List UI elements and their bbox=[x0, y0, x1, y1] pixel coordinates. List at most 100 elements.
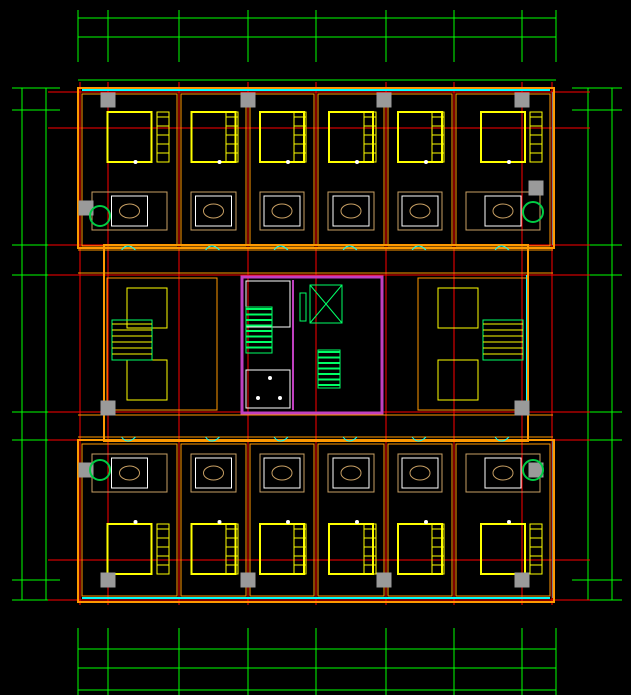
bed-outline bbox=[397, 523, 443, 575]
bed-outline bbox=[259, 111, 305, 163]
door-swing bbox=[342, 245, 358, 251]
bathroom-outline bbox=[190, 191, 237, 231]
bathroom-outline bbox=[465, 191, 541, 231]
room-unit-outline bbox=[455, 443, 551, 597]
closet-outline bbox=[363, 111, 377, 163]
door-marker bbox=[507, 160, 511, 164]
door-marker bbox=[133, 520, 138, 524]
door-swing bbox=[273, 245, 289, 251]
door-marker bbox=[424, 520, 428, 524]
elevator-car-cross bbox=[309, 284, 343, 324]
bathroom-outline bbox=[91, 191, 168, 231]
toilet-fixture bbox=[119, 203, 140, 219]
bed-outline bbox=[328, 111, 374, 163]
toilet-fixture bbox=[203, 203, 224, 219]
round-column bbox=[89, 205, 111, 227]
tub-outline bbox=[332, 195, 370, 227]
door-swing bbox=[205, 245, 220, 251]
side-room-outline bbox=[417, 277, 529, 411]
toilet-fixture bbox=[119, 465, 140, 481]
closet-outline bbox=[431, 111, 445, 163]
room-unit-outline bbox=[81, 443, 178, 597]
structural-column bbox=[100, 92, 116, 108]
toilet-fixture bbox=[203, 465, 224, 481]
structural-column bbox=[514, 400, 530, 416]
door-marker bbox=[286, 160, 290, 164]
bed-outline bbox=[328, 523, 374, 575]
door-marker bbox=[355, 160, 359, 164]
bathroom-outline bbox=[259, 191, 305, 231]
wall-north-wing bbox=[77, 87, 555, 249]
side-bed-outline bbox=[126, 287, 168, 329]
door-swing bbox=[121, 436, 136, 442]
room-unit-outline bbox=[249, 443, 315, 597]
bed-outline bbox=[480, 111, 526, 163]
side-stair-outline bbox=[111, 319, 153, 361]
bed-outline bbox=[190, 111, 237, 163]
bed-outline bbox=[397, 111, 443, 163]
round-column bbox=[522, 201, 544, 223]
door-swing bbox=[273, 436, 289, 442]
closet-outline bbox=[293, 111, 307, 163]
toilet-fixture bbox=[340, 465, 362, 481]
door-marker bbox=[507, 520, 511, 524]
closet-outline bbox=[363, 523, 377, 575]
bathroom-outline bbox=[397, 191, 443, 231]
room-unit-outline bbox=[317, 443, 385, 597]
core-marker bbox=[268, 376, 272, 380]
structural-columns bbox=[78, 92, 544, 588]
side-bed-outline bbox=[437, 359, 479, 401]
structural-column bbox=[514, 572, 530, 588]
bed-outline bbox=[259, 523, 305, 575]
bathroom-outline bbox=[190, 453, 237, 493]
door-marker bbox=[355, 520, 359, 524]
side-stair-outline bbox=[482, 319, 524, 361]
core-outline bbox=[240, 275, 384, 415]
toilet-fixture bbox=[409, 203, 431, 219]
door-swing bbox=[342, 436, 358, 442]
door-swing bbox=[121, 245, 136, 251]
round-column bbox=[522, 459, 544, 481]
core-marker bbox=[256, 396, 260, 400]
bed-outline bbox=[480, 523, 526, 575]
closet-outline bbox=[156, 111, 170, 163]
bathroom-outline bbox=[397, 453, 443, 493]
toilet-fixture bbox=[271, 465, 293, 481]
tub-outline bbox=[263, 457, 301, 489]
tub-outline bbox=[111, 195, 148, 227]
structural-column bbox=[376, 572, 392, 588]
closet-outline bbox=[529, 111, 543, 163]
tub-outline bbox=[401, 457, 439, 489]
closet-outline bbox=[225, 523, 239, 575]
bathroom-outline bbox=[327, 191, 375, 231]
structural-column bbox=[78, 462, 94, 478]
room-units bbox=[81, 93, 551, 597]
door-swing bbox=[411, 245, 427, 251]
tub-outline bbox=[484, 195, 522, 227]
room-unit-outline bbox=[387, 443, 453, 597]
door-marker bbox=[217, 520, 222, 524]
closet-outline bbox=[431, 523, 445, 575]
toilet-fixture bbox=[271, 203, 293, 219]
door-marker bbox=[286, 520, 290, 524]
structural-column bbox=[514, 92, 530, 108]
door-swing bbox=[411, 436, 427, 442]
bed-outline bbox=[106, 111, 153, 163]
bathroom-outline bbox=[259, 453, 305, 493]
bathroom-outline bbox=[327, 453, 375, 493]
side-bed-outline bbox=[437, 287, 479, 329]
door-marker bbox=[217, 160, 222, 164]
door-swing bbox=[205, 436, 220, 442]
door-swing bbox=[494, 245, 510, 251]
tub-outline bbox=[401, 195, 439, 227]
structural-column bbox=[376, 92, 392, 108]
tub-outline bbox=[195, 457, 232, 489]
structural-column bbox=[240, 92, 256, 108]
door-swing bbox=[494, 436, 510, 442]
elevator-shaft bbox=[245, 280, 291, 328]
door-marker bbox=[133, 160, 138, 164]
tub-outline bbox=[195, 195, 232, 227]
elevator-car bbox=[309, 284, 343, 324]
core-marker bbox=[278, 396, 282, 400]
